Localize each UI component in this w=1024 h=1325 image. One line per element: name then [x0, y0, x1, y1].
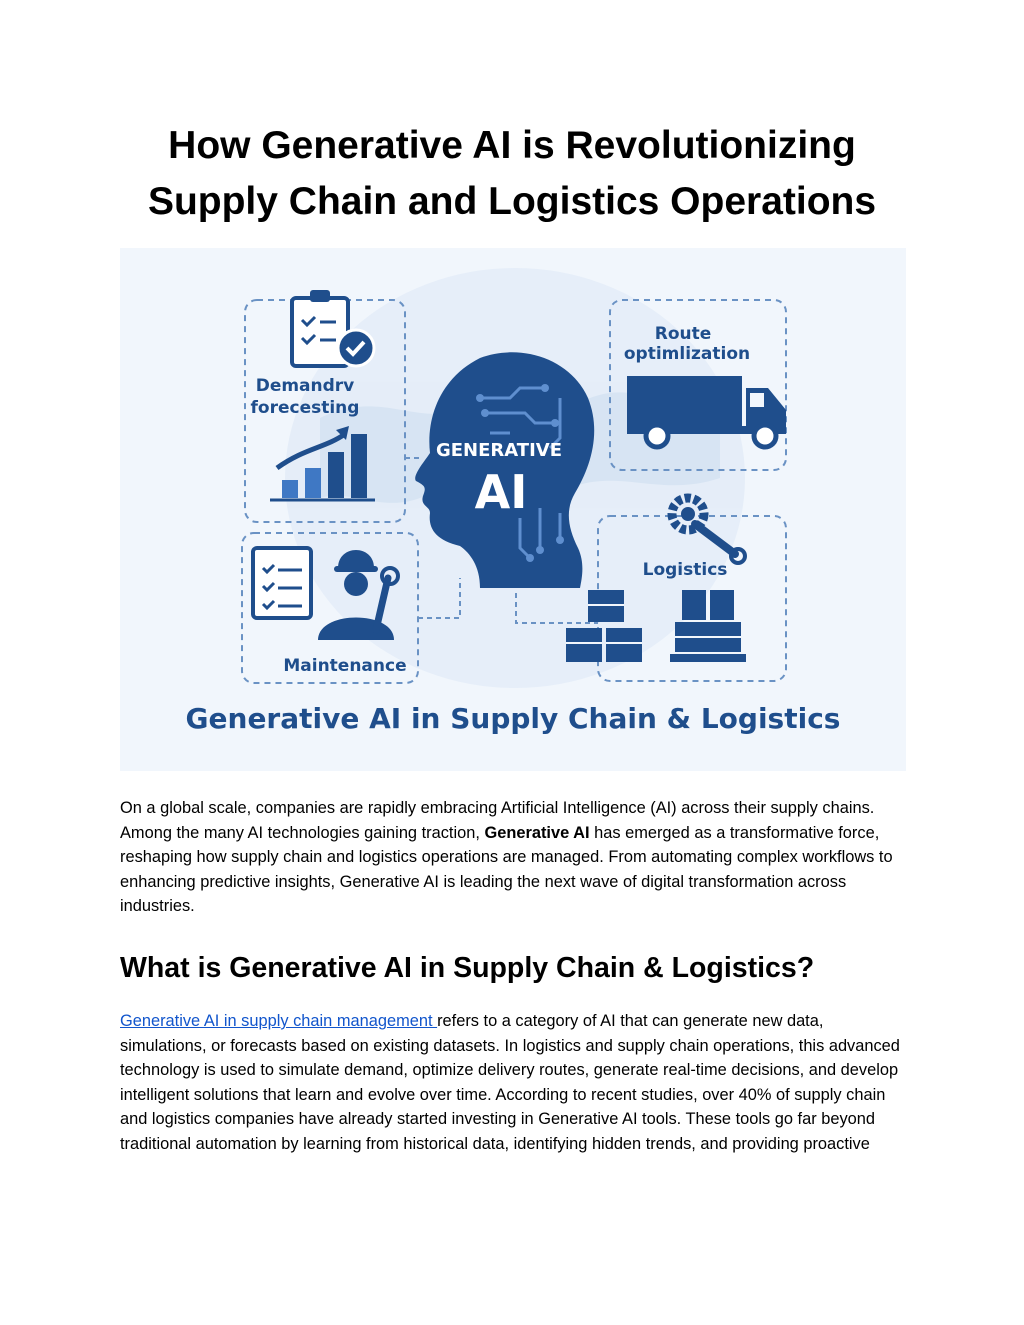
- human-head-icon: [415, 352, 595, 588]
- page-title: How Generative AI is Revolutionizing Sup…: [0, 118, 1024, 230]
- gear-wrench-icon: [667, 493, 747, 565]
- intro-bold-text: Generative AI: [484, 823, 590, 842]
- center-label-generative: GENERATIVE: [436, 440, 562, 461]
- intro-text-2: has emerged as a transformative force, r…: [120, 823, 893, 916]
- title-line-2: Supply Chain and Logistics Operations: [147, 180, 877, 223]
- center-label-ai: AI: [475, 465, 528, 519]
- panel-maintenance-label: Maintenance: [283, 656, 406, 676]
- panel-demand-label-2: forecesting: [251, 398, 360, 418]
- panel-logistics-label: Logistics: [643, 560, 728, 580]
- bar-chart-growth-icon: [270, 426, 375, 502]
- panel-demand-label-1: Demandrv: [256, 376, 355, 396]
- intro-paragraph: On a global scale, companies are rapidly…: [120, 796, 910, 919]
- panel-route-label-1: Route: [655, 324, 712, 344]
- pallet-icon: [670, 590, 746, 662]
- supply-chain-link[interactable]: Generative AI in supply chain management: [120, 1012, 438, 1030]
- worker-icon: [318, 550, 400, 640]
- clipboard-check-icon: [290, 290, 376, 368]
- infographic-banner: Generative AI in Supply Chain & Logistic…: [186, 702, 841, 735]
- section-heading: What is Generative AI in Supply Chain & …: [120, 952, 815, 984]
- truck-icon: [627, 376, 786, 450]
- panel-route-label-2: optimlization: [624, 344, 750, 364]
- section-paragraph: Generative AI in supply chain management…: [120, 1009, 910, 1156]
- boxes-icon: [566, 590, 642, 662]
- title-line-1: How Generative AI is Revolutionizing: [168, 124, 856, 167]
- infographic: Demandrv forecesting GENERATIVE AI Route…: [120, 248, 906, 771]
- checklist-icon: [251, 546, 313, 620]
- section-text: refers to a category of AI that can gene…: [120, 1012, 900, 1153]
- intro-text-1: On a global scale, companies are rapidly…: [120, 799, 875, 842]
